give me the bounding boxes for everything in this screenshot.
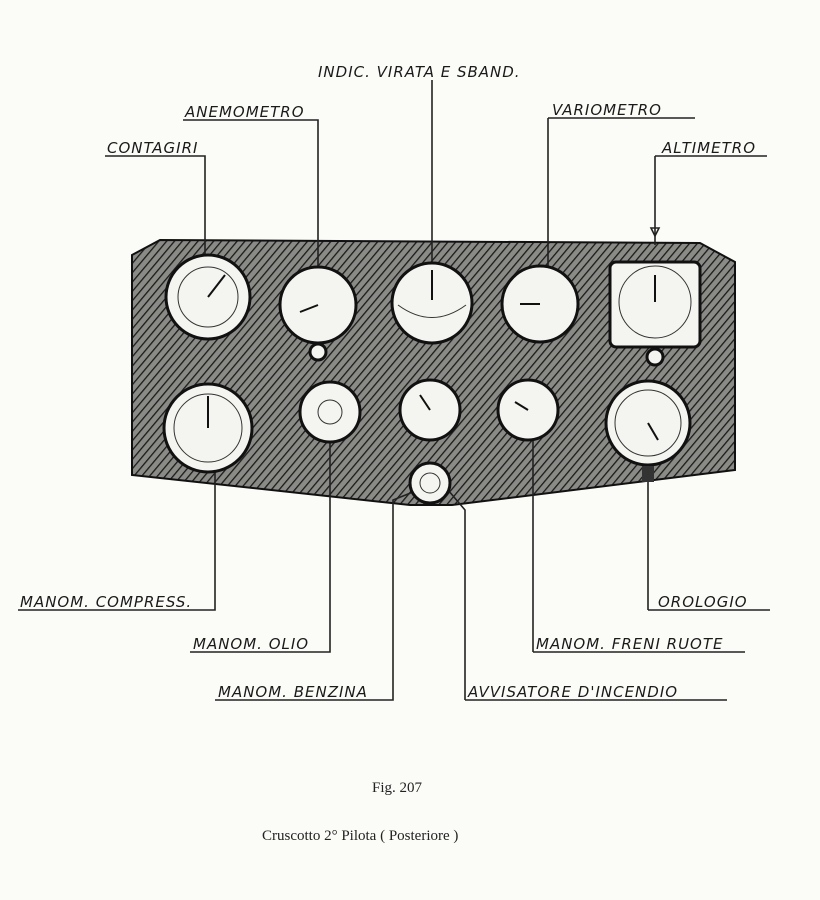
clock-gauge xyxy=(604,379,692,482)
leader-lines xyxy=(18,80,770,701)
label-indicator: INDIC. VIRATA E SBAND. xyxy=(318,63,521,81)
fuel-gauge xyxy=(398,378,462,442)
turn-slip-indicator xyxy=(390,261,474,345)
figure-number: Fig. 207 xyxy=(372,780,423,796)
label-altimeter: ALTIMETRO xyxy=(661,139,756,157)
label-brake-gauge: MANOM. FRENI RUOTE xyxy=(536,635,724,653)
label-compressor-gauge: MANOM. COMPRESS. xyxy=(20,593,192,611)
brake-gauge xyxy=(496,378,560,442)
label-fuel-gauge: MANOM. BENZINA xyxy=(218,683,368,701)
tachometer-gauge xyxy=(164,253,252,341)
label-variometer: VARIOMETRO xyxy=(552,101,662,119)
figure-caption: Cruscotto 2° Pilota ( Posteriore ) xyxy=(262,828,458,844)
compressor-gauge xyxy=(162,382,254,474)
oil-gauge xyxy=(298,380,362,444)
anemometer-gauge xyxy=(278,265,358,362)
fire-alarm-indicator xyxy=(408,461,452,505)
label-fire-alarm: AVVISATORE D'INCENDIO xyxy=(467,683,678,701)
variometer-gauge xyxy=(500,264,580,344)
label-clock: OROLOGIO xyxy=(658,593,748,611)
label-tachometer: CONTAGIRI xyxy=(107,139,198,157)
label-oil-gauge: MANOM. OLIO xyxy=(193,635,309,653)
altimeter-gauge xyxy=(608,260,702,367)
label-anemometer: ANEMOMETRO xyxy=(184,103,305,121)
